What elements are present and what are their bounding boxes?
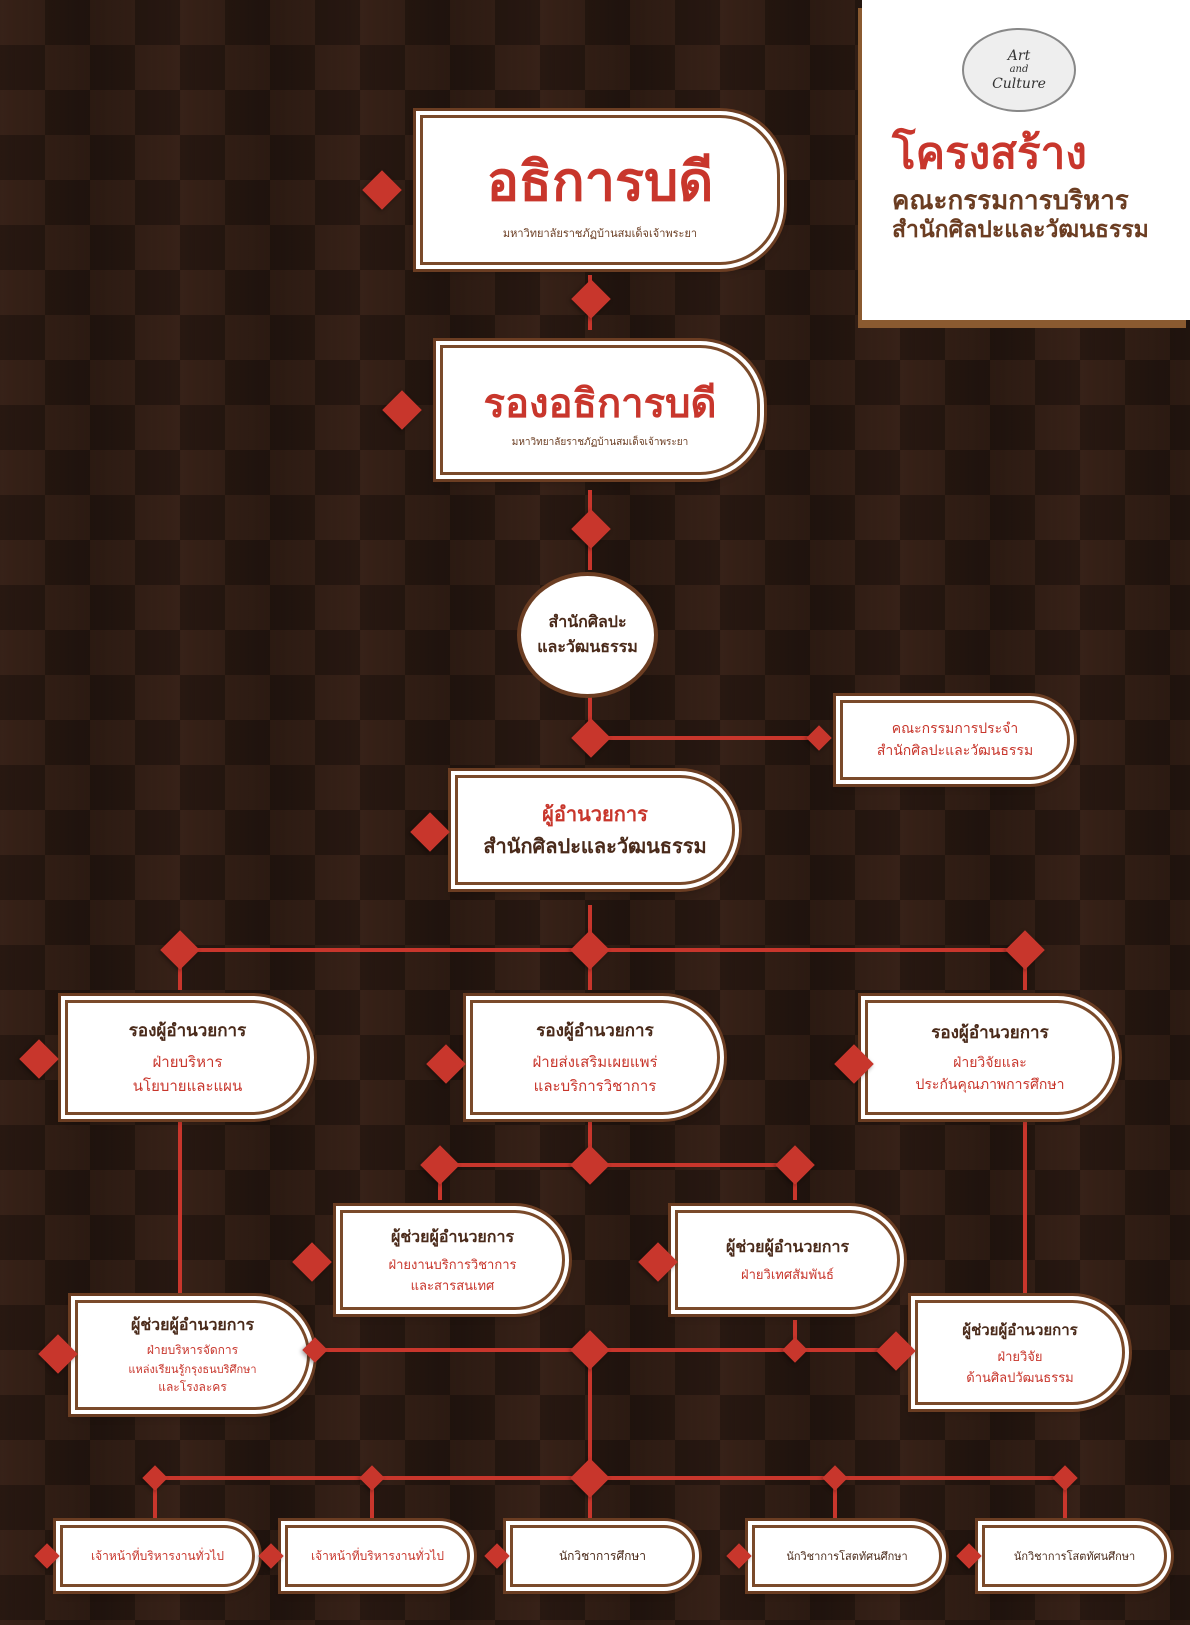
vice-president-box: รองอธิการบดี มหาวิทยาลัยราชภัฏบ้านสมเด็จ… <box>440 345 760 475</box>
office-line-2: และวัฒนธรรม <box>537 637 638 656</box>
assistant-4-line-1: ฝ่ายวิจัย <box>997 1349 1043 1365</box>
staff-box-3: นักวิชาการศึกษา <box>510 1525 695 1587</box>
assistant-1-line-1: ฝ่ายงานบริการวิชาการ <box>388 1257 517 1273</box>
deputy-3-line-1: ฝ่ายวิจัยและ <box>953 1055 1027 1071</box>
logo-text-and: and <box>1009 64 1029 75</box>
deputy-box-3: รองผู้อำนวยการ ฝ่ายวิจัยและ ประกันคุณภาพ… <box>865 1000 1115 1115</box>
office-line-1: สำนักศิลปะ <box>548 612 627 631</box>
president-box: อธิการบดี มหาวิทยาลัยราชภัฏบ้านสมเด็จเจ้… <box>420 115 780 265</box>
art-culture-logo: Art and Culture <box>962 28 1076 112</box>
deputy-1-title: รองผู้อำนวยการ <box>128 1021 247 1041</box>
header-subtitle-1: คณะกรรมการบริหาร <box>892 186 1129 216</box>
deputy-2-line-2: และบริการวิชาการ <box>533 1077 657 1095</box>
assistant-3-line-2: แหล่งเรียนรู้กรุงธนบริศึกษา <box>128 1363 257 1376</box>
president-title: อธิการบดี <box>486 150 714 213</box>
vice-president-subtitle: มหาวิทยาลัยราชภัฏบ้านสมเด็จเจ้าพระยา <box>511 436 689 448</box>
staff-box-1: เจ้าหน้าที่บริหารงานทั่วไป <box>60 1525 255 1587</box>
committee-box: คณะกรรมการประจำ สำนักศิลปะและวัฒนธรรม <box>840 700 1070 780</box>
deputy-box-2: รองผู้อำนวยการ ฝ่ายส่งเสริมเผยแพร่ และบร… <box>470 1000 720 1115</box>
staff-box-2: เจ้าหน้าที่บริหารงานทั่วไป <box>285 1525 470 1587</box>
assistant-2-title: ผู้ช่วยผู้อำนวยการ <box>725 1237 850 1256</box>
assistant-1-line-2: และสารสนเทศ <box>410 1278 495 1294</box>
deputy-3-line-2: ประกันคุณภาพการศึกษา <box>915 1077 1065 1093</box>
deputy-1-line-2: นโยบายและแผน <box>132 1077 243 1095</box>
staff-box-5: นักวิชาการโสตทัศนศึกษา <box>982 1525 1167 1587</box>
staff-1-label: เจ้าหน้าที่บริหารงานทั่วไป <box>91 1548 224 1563</box>
staff-5-label: นักวิชาการโสตทัศนศึกษา <box>1013 1550 1136 1563</box>
deputy-2-title: รองผู้อำนวยการ <box>536 1021 654 1041</box>
staff-3-label: นักวิชาการศึกษา <box>558 1548 647 1563</box>
deputy-3-title: รองผู้อำนวยการ <box>931 1023 1049 1043</box>
deputy-box-1: รองผู้อำนวยการ ฝ่ายบริหาร นโยบายและแผน <box>65 1000 310 1115</box>
assistant-4-line-2: ด้านศิลปวัฒนธรรม <box>966 1370 1074 1386</box>
vice-president-title: รองอธิการบดี <box>483 380 717 427</box>
deputy-2-line-1: ฝ่ายส่งเสริมเผยแพร่ <box>532 1053 658 1071</box>
director-box: ผู้อำนวยการ สำนักศิลปะและวัฒนธรรม <box>455 775 735 885</box>
director-line-2: สำนักศิลปะและวัฒนธรรม <box>483 834 707 858</box>
office-circle: สำนักศิลปะ และวัฒนธรรม <box>525 580 650 690</box>
committee-line-1: คณะกรรมการประจำ <box>891 721 1019 737</box>
deputy-1-line-1: ฝ่ายบริหาร <box>152 1053 223 1071</box>
president-subtitle: มหาวิทยาลัยราชภัฏบ้านสมเด็จเจ้าพระยา <box>502 227 698 240</box>
header-panel: Art and Culture โครงสร้าง คณะกรรมการบริห… <box>862 0 1190 320</box>
assistant-3-line-1: ฝ่ายบริหารจัดการ <box>146 1343 239 1357</box>
assistant-box-4: ผู้ช่วยผู้อำนวยการ ฝ่ายวิจัย ด้านศิลปวัฒ… <box>915 1300 1125 1405</box>
assistant-box-1: ผู้ช่วยผู้อำนวยการ ฝ่ายงานบริการวิชาการ … <box>340 1210 565 1310</box>
assistant-3-title: ผู้ช่วยผู้อำนวยการ <box>130 1315 255 1334</box>
assistant-4-title: ผู้ช่วยผู้อำนวยการ <box>962 1320 1078 1339</box>
staff-4-label: นักวิชาการโสตทัศนศึกษา <box>786 1550 908 1563</box>
header-subtitle-2: สำนักศิลปะและวัฒนธรรม <box>892 217 1149 243</box>
assistant-2-line-1: ฝ่ายวิเทศสัมพันธ์ <box>741 1268 834 1283</box>
logo-text-art: Art <box>1007 48 1031 64</box>
assistant-box-3: ผู้ช่วยผู้อำนวยการ ฝ่ายบริหารจัดการ แหล่… <box>75 1300 310 1410</box>
assistant-3-line-3: และโรงละคร <box>158 1380 227 1394</box>
director-line-1: ผู้อำนวยการ <box>542 802 648 826</box>
assistant-box-2: ผู้ช่วยผู้อำนวยการ ฝ่ายวิเทศสัมพันธ์ <box>675 1210 900 1310</box>
assistant-1-title: ผู้ช่วยผู้อำนวยการ <box>390 1226 515 1246</box>
staff-box-4: นักวิชาการโสตทัศนศึกษา <box>752 1525 942 1587</box>
header-title: โครงสร้าง <box>892 128 1087 179</box>
staff-2-label: เจ้าหน้าที่บริหารงานทั่วไป <box>311 1548 444 1563</box>
committee-line-2: สำนักศิลปะและวัฒนธรรม <box>876 743 1034 759</box>
logo-text-culture: Culture <box>992 76 1046 92</box>
